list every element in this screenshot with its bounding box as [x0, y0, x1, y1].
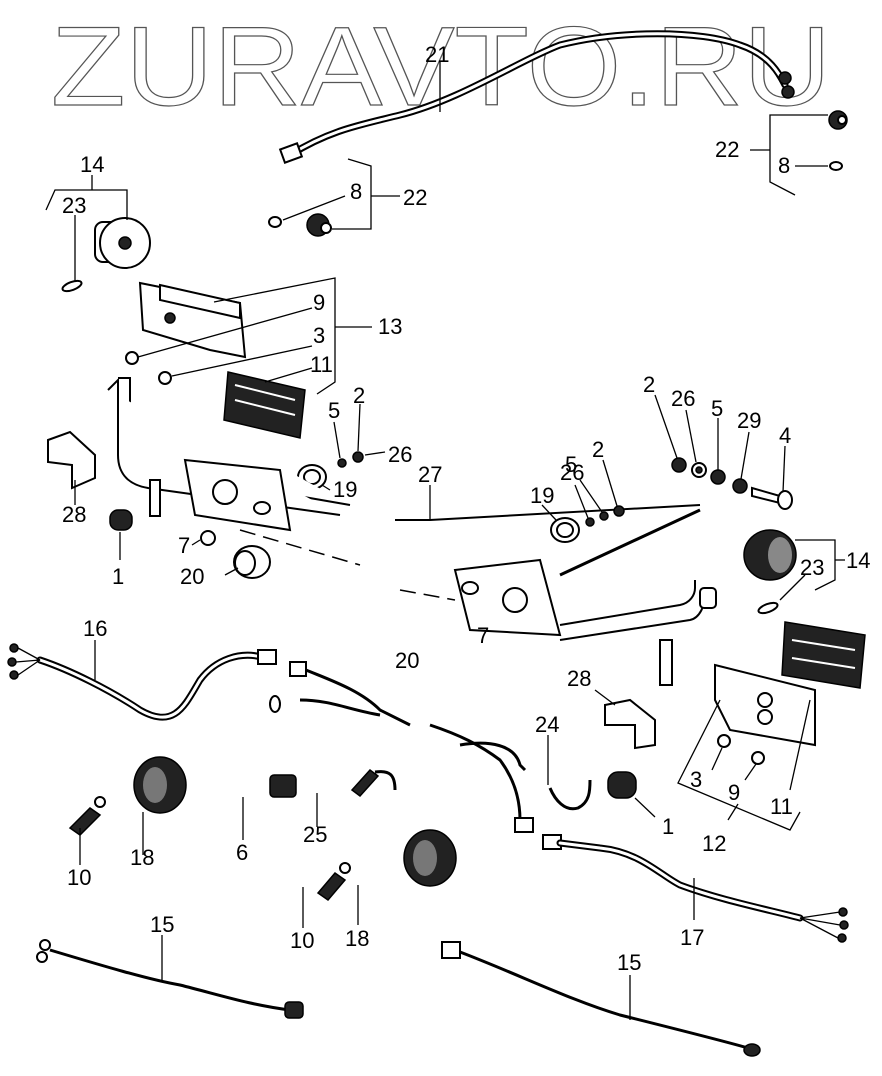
label-7: 7: [477, 623, 489, 648]
part-18-headlamp-reflector-left[interactable]: [133, 756, 187, 814]
label-25: 25: [303, 822, 327, 847]
part-23-bulb-left[interactable]: [61, 279, 83, 293]
part-16-harness[interactable]: [7, 643, 411, 727]
part-28-bracket-left[interactable]: [47, 430, 96, 490]
part-11-lens-left[interactable]: [223, 371, 306, 439]
label-10: 10: [67, 865, 91, 890]
label-26: 26: [671, 386, 695, 411]
label-16: 16: [83, 616, 107, 641]
label-13: 13: [378, 314, 402, 339]
part-24-wire-clip[interactable]: [548, 779, 592, 811]
label-19: 19: [530, 483, 554, 508]
label-7: 7: [178, 533, 190, 558]
part-11-lens-right[interactable]: [781, 621, 866, 689]
part-2-nut-left[interactable]: [352, 451, 364, 463]
label-20: 20: [395, 648, 419, 673]
part-12-tail-lamp-assembly-right[interactable]: [714, 663, 816, 747]
part-3-bulb-right[interactable]: [717, 734, 731, 748]
part-28-bracket-right[interactable]: [604, 698, 656, 750]
part-13-tail-lamp-assembly-left[interactable]: [138, 281, 247, 359]
part-15-harness-right[interactable]: [441, 941, 761, 1057]
label-29: 29: [737, 408, 761, 433]
part-8-bulb-left[interactable]: [268, 216, 282, 228]
part-26-washer-bolt[interactable]: [691, 462, 707, 478]
part-20-plug-left[interactable]: [233, 545, 271, 579]
label-12: 12: [702, 831, 726, 856]
label-11: 11: [310, 352, 333, 377]
label-15: 15: [617, 950, 641, 975]
part-18-headlamp-reflector-right[interactable]: [403, 829, 457, 887]
part-15-harness-left[interactable]: [36, 939, 304, 1019]
label-2: 2: [353, 383, 365, 408]
label-14: 14: [80, 152, 104, 177]
part-22-switch-left[interactable]: [306, 213, 332, 237]
part-harness-center[interactable]: [429, 723, 534, 833]
label-27: 27: [418, 462, 442, 487]
label-3: 3: [690, 767, 702, 792]
label-26: 26: [388, 442, 412, 467]
part-4-bolt[interactable]: [751, 486, 793, 510]
label-9: 9: [313, 290, 325, 315]
label-23: 23: [62, 193, 86, 218]
part-5-washer-left[interactable]: [337, 458, 347, 468]
label-2: 2: [592, 437, 604, 462]
label-5: 5: [328, 398, 340, 423]
part-29-washer[interactable]: [732, 478, 748, 494]
label-5: 5: [565, 452, 577, 477]
label-1: 1: [662, 814, 674, 839]
label-5: 5: [711, 396, 723, 421]
part-8-bulb-right[interactable]: [829, 161, 843, 171]
label-22: 22: [715, 137, 739, 162]
label-3: 3: [313, 323, 325, 348]
part-10-headlamp-bulb-left[interactable]: [68, 796, 106, 836]
label-28: 28: [62, 502, 86, 527]
part-22-switch-right[interactable]: [828, 110, 848, 130]
part-3-bulb[interactable]: [158, 371, 172, 385]
label-22: 22: [403, 185, 427, 210]
part-1-grommet-left[interactable]: [109, 509, 133, 531]
part-27-mounting-frame[interactable]: [107, 377, 717, 686]
label-18: 18: [130, 845, 154, 870]
part-7-screw-left[interactable]: [200, 530, 216, 546]
label-1: 1: [112, 564, 124, 589]
label-4: 4: [779, 423, 791, 448]
part-5-washer-right[interactable]: [599, 511, 609, 521]
label-20: 20: [180, 564, 204, 589]
label-6: 6: [236, 840, 248, 865]
label-15: 15: [150, 912, 174, 937]
part-5-lockwasher-bolt[interactable]: [710, 469, 726, 485]
part-19-grommet-right[interactable]: [550, 517, 580, 543]
part-9-bulb[interactable]: [125, 351, 139, 365]
label-8: 8: [778, 153, 790, 178]
part-14-marker-lamp-left[interactable]: [94, 217, 151, 269]
label-9: 9: [728, 780, 740, 805]
label-8: 8: [350, 179, 362, 204]
part-26-washer-right[interactable]: [585, 517, 595, 527]
label-2: 2: [643, 372, 655, 397]
part-2-nut-right[interactable]: [613, 505, 625, 517]
callout-labels: 21 22 8 14 23 8 22 9 13 3 11 5 2 26 19 2…: [62, 42, 870, 975]
part-6-connector[interactable]: [269, 774, 297, 798]
label-26: 26: [560, 460, 584, 485]
part-1-grommet-right[interactable]: [607, 771, 637, 799]
label-10: 10: [290, 928, 314, 953]
label-24: 24: [535, 712, 559, 737]
part-25-bulb-socket[interactable]: [350, 768, 397, 798]
label-17: 17: [680, 925, 704, 950]
label-14: 14: [846, 548, 870, 573]
part-9-bulb-right[interactable]: [751, 751, 765, 765]
label-19: 19: [333, 477, 357, 502]
part-10-headlamp-bulb-right[interactable]: [316, 862, 351, 902]
part-14-marker-lamp-right[interactable]: [743, 529, 797, 581]
part-21-harness[interactable]: [278, 30, 795, 164]
part-17-harness[interactable]: [542, 834, 849, 943]
label-18: 18: [345, 926, 369, 951]
part-23-bulb-right[interactable]: [757, 601, 779, 615]
label-21: 21: [425, 42, 449, 67]
label-23: 23: [800, 555, 824, 580]
part-2-nut-bolt[interactable]: [671, 457, 687, 473]
label-28: 28: [567, 666, 591, 691]
label-11: 11: [770, 794, 793, 819]
